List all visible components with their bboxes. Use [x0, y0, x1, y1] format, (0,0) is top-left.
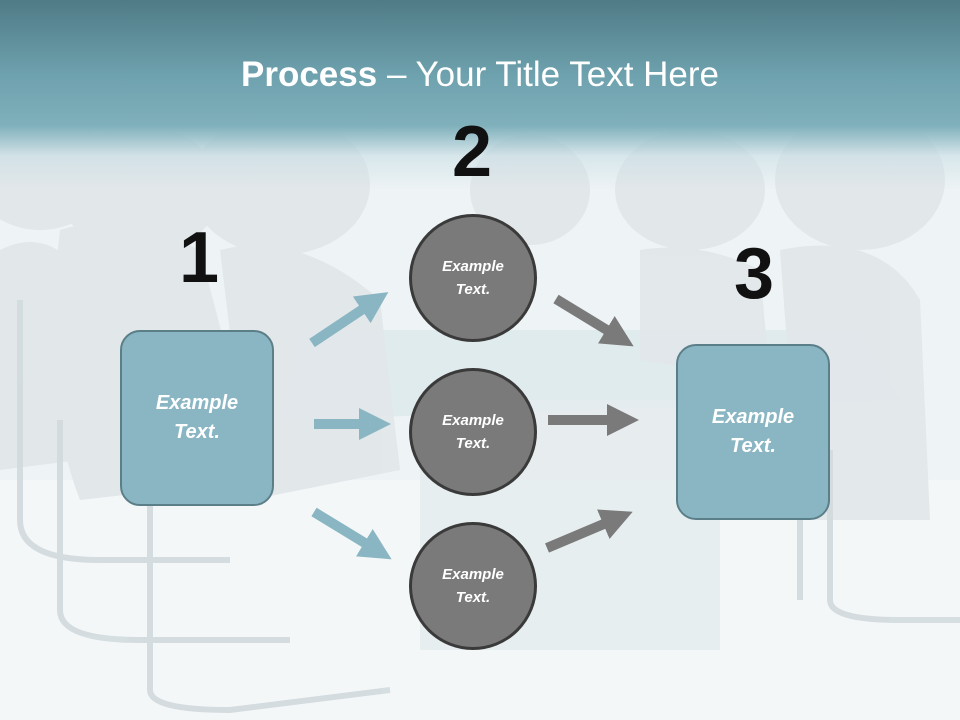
step-2-circle-1: Example Text. [409, 214, 537, 342]
circle-3-line1: Example [442, 566, 504, 583]
slide-title: Process – Your Title Text Here [0, 52, 960, 98]
step-1-box: Example Text. [120, 330, 274, 506]
header-band [0, 0, 960, 190]
step-number-2: 2 [451, 112, 493, 192]
circle-2-line1: Example [442, 412, 504, 429]
title-rest: – Your Title Text Here [377, 55, 719, 94]
step-3-box: Example Text. [676, 344, 830, 520]
step-1-line2: Text. [174, 421, 220, 443]
circle-1-line1: Example [442, 258, 504, 275]
step-3-line2: Text. [730, 435, 776, 457]
circle-2-line2: Text. [455, 435, 491, 452]
step-2-circle-3: Example Text. [409, 522, 537, 650]
step-2-circle-2: Example Text. [409, 368, 537, 496]
title-bold: Process [241, 55, 378, 94]
circle-3-line2: Text. [455, 589, 491, 606]
step-number-1: 1 [178, 218, 220, 298]
step-3-line1: Example [711, 406, 795, 428]
circle-1-line2: Text. [455, 281, 491, 298]
step-number-3: 3 [733, 234, 775, 314]
step-1-line1: Example [155, 392, 239, 414]
